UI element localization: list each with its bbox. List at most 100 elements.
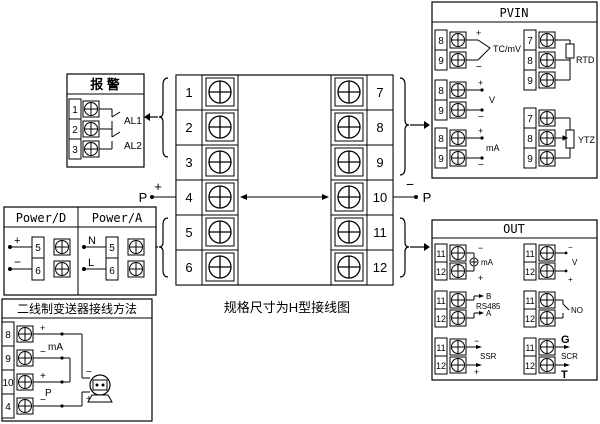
svg-text:−: −	[474, 336, 479, 346]
svg-text:mA: mA	[481, 258, 494, 267]
svg-text:+: +	[14, 235, 20, 247]
svg-text:9: 9	[5, 354, 11, 365]
svg-text:G: G	[561, 334, 570, 346]
alarm-title: 报 警	[90, 77, 120, 92]
svg-text:+: +	[40, 323, 45, 333]
alarm-panel: 报 警 1 2 3 AL1 AL2	[66, 73, 145, 168]
svg-text:9: 9	[527, 76, 533, 87]
svg-text:−: −	[14, 255, 21, 269]
svg-text:A: A	[486, 309, 492, 318]
terminal-number: 10	[373, 190, 387, 205]
svg-text:+: +	[478, 126, 483, 136]
svg-text:V: V	[489, 95, 495, 105]
svg-text:T: T	[561, 369, 568, 381]
svg-text:7: 7	[527, 114, 533, 125]
svg-text:mA: mA	[486, 143, 500, 153]
power-a-header: Power/A	[92, 211, 143, 225]
svg-text:3: 3	[72, 145, 78, 156]
terminal-number: 11	[373, 225, 387, 240]
svg-text:N: N	[88, 235, 96, 247]
svg-text:12: 12	[436, 267, 446, 277]
svg-text:11: 11	[436, 296, 445, 306]
out-panel: OUT 11 12 − + mA 11 12 − + V 11 12	[431, 219, 598, 381]
svg-text:RS485: RS485	[476, 302, 501, 311]
right-brace-out	[399, 217, 410, 278]
left-brace-alarm	[158, 77, 169, 158]
svg-text:12: 12	[436, 314, 446, 324]
svg-text:−: −	[86, 367, 92, 378]
svg-text:8: 8	[438, 86, 444, 97]
center-terminal-block: 1 2 3 4 5 6 7 8 9 10 11 12 规格尺寸为H型接线图	[175, 74, 394, 315]
svg-text:NO: NO	[571, 306, 583, 315]
svg-text:11: 11	[525, 296, 534, 306]
svg-text:8: 8	[438, 134, 444, 145]
svg-text:B: B	[486, 292, 491, 301]
svg-text:8: 8	[527, 134, 533, 145]
svg-text:12: 12	[525, 314, 535, 324]
svg-text:−: −	[40, 395, 46, 406]
two-wire-title: 二线制变送器接线方法	[17, 301, 137, 316]
svg-text:−: −	[478, 243, 483, 253]
transmitter-icon	[87, 374, 113, 403]
svg-text:6: 6	[109, 266, 115, 277]
left-brace-power	[158, 217, 169, 278]
svg-text:P: P	[423, 190, 432, 205]
terminal-number: 2	[185, 120, 192, 135]
svg-text:12: 12	[525, 267, 535, 277]
svg-text:P: P	[139, 190, 148, 205]
svg-text:P: P	[45, 388, 52, 399]
svg-text:+: +	[154, 179, 162, 194]
svg-text:5: 5	[109, 243, 115, 254]
svg-text:10: 10	[2, 378, 14, 389]
svg-text:6: 6	[35, 266, 41, 277]
terminal-number: 7	[376, 85, 383, 100]
terminal-number: 4	[185, 190, 192, 205]
svg-text:RTD: RTD	[576, 55, 595, 65]
power-panel: Power/D Power/A 5 6 + − 5 6 N L	[3, 206, 157, 296]
svg-text:−: −	[568, 243, 573, 252]
svg-text:8: 8	[438, 36, 444, 47]
svg-text:1: 1	[72, 105, 78, 116]
terminal-number: 12	[373, 260, 387, 275]
svg-text:11: 11	[436, 249, 445, 259]
p-connection-right: P −	[393, 176, 431, 205]
svg-text:11: 11	[525, 249, 534, 259]
svg-text:−: −	[478, 160, 484, 171]
svg-text:YTZ: YTZ	[578, 135, 596, 145]
svg-text:−: −	[40, 347, 46, 358]
pvin-panel: PVIN 8 9 + − TC/mV 7 8 9 RTD 8 9	[431, 1, 598, 179]
terminal-number: 3	[185, 155, 192, 170]
svg-text:+: +	[568, 275, 573, 284]
svg-text:9: 9	[438, 154, 444, 165]
svg-text:mA: mA	[48, 342, 63, 353]
svg-text:9: 9	[527, 154, 533, 165]
diagram-caption: 规格尺寸为H型接线图	[224, 300, 350, 315]
svg-text:11: 11	[525, 343, 534, 353]
svg-text:SSR: SSR	[480, 352, 497, 361]
svg-text:AL1: AL1	[124, 116, 142, 127]
svg-text:−: −	[406, 176, 414, 192]
svg-text:V: V	[572, 258, 578, 267]
svg-text:−: −	[476, 62, 482, 73]
terminal-number: 9	[376, 155, 383, 170]
svg-text:4: 4	[5, 402, 11, 413]
out-title: OUT	[503, 222, 525, 236]
svg-text:12: 12	[525, 361, 535, 371]
svg-text:5: 5	[35, 243, 41, 254]
p-connection-left: P +	[139, 179, 176, 205]
svg-text:11: 11	[436, 343, 445, 353]
svg-text:12: 12	[436, 361, 446, 371]
svg-text:7: 7	[527, 36, 533, 47]
svg-text:+: +	[478, 78, 483, 88]
pvin-title: PVIN	[500, 6, 529, 20]
terminal-number: 5	[185, 225, 192, 240]
terminal-number: 8	[376, 120, 383, 135]
svg-text:+: +	[40, 371, 46, 382]
svg-text:9: 9	[438, 106, 444, 117]
svg-text:AL2: AL2	[124, 141, 142, 152]
two-wire-transmitter-panel: 二线制变送器接线方法 8 9 10 4 + − + −	[1, 298, 153, 422]
svg-text:+: +	[478, 273, 483, 283]
svg-text:TC/mV: TC/mV	[493, 44, 521, 54]
svg-text:2: 2	[72, 125, 78, 136]
